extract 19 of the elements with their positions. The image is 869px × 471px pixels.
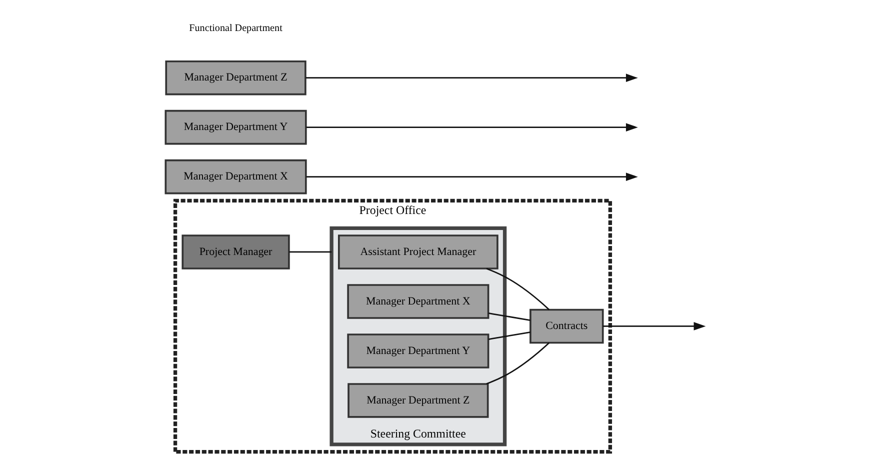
connector	[486, 342, 550, 384]
connector	[486, 268, 550, 310]
arrow	[306, 123, 638, 132]
connector	[488, 332, 530, 340]
node-box: Project Manager	[181, 234, 290, 270]
arrow	[602, 322, 706, 330]
node-box: Manager Department X	[346, 284, 489, 319]
arrow	[306, 172, 638, 182]
node-box: Manager Department Y	[164, 110, 306, 145]
connector	[488, 312, 530, 321]
connector	[288, 251, 332, 253]
node-box: Manager Department Y	[346, 334, 489, 368]
node-box: Assistant Project Manager	[337, 234, 498, 270]
node-box: Manager Department Z	[347, 383, 488, 418]
label: Functional Department	[188, 22, 282, 34]
node-box: Contracts	[529, 308, 604, 344]
node-box: Manager Department X	[164, 159, 306, 194]
node-box: Manager Department Z	[164, 60, 306, 96]
arrow	[305, 74, 638, 82]
